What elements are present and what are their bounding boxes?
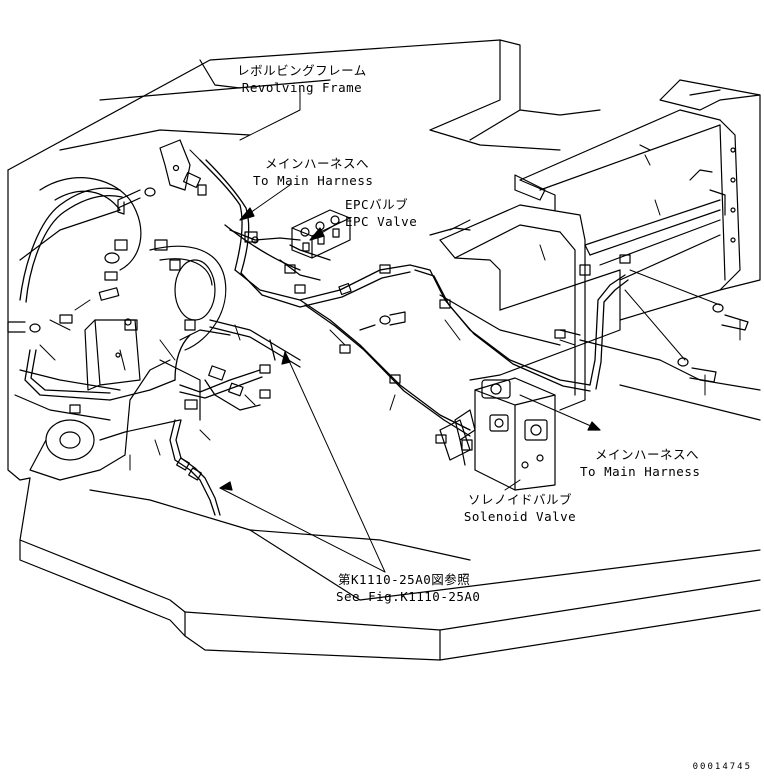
engine-pump-body bbox=[14, 177, 231, 481]
harness-lines bbox=[19, 159, 629, 516]
epc-valve-label-jp: EPCバルブ bbox=[345, 197, 409, 212]
counterweight-structure bbox=[519, 79, 761, 321]
main-harness-top-label-en: To Main Harness bbox=[253, 173, 374, 188]
revolving-frame-label-jp: レボルビングフレーム bbox=[237, 63, 367, 78]
main-harness-right-label-en: To Main Harness bbox=[580, 464, 701, 479]
main-harness-right-label-jp: メインハーネスへ bbox=[595, 447, 700, 462]
bolts bbox=[7, 139, 749, 383]
arrowheads bbox=[219, 207, 601, 491]
leader-lines bbox=[39, 87, 741, 573]
radiator-frame bbox=[429, 174, 621, 411]
revolving-frame-outline bbox=[7, 39, 761, 661]
epc-valve-label-en: EPC Valve bbox=[345, 214, 418, 229]
solenoid-valve bbox=[435, 377, 556, 491]
main-harness-top-label-jp: メインハーネスへ bbox=[264, 156, 369, 171]
revolving-frame-label-en: Revolving Frame bbox=[241, 80, 363, 95]
see-figure-label-jp: 第K1110-25A0図参照 bbox=[338, 572, 471, 587]
solenoid-valve-label-jp: ソレノイドバルブ bbox=[467, 492, 572, 507]
document-number: 00014745 bbox=[692, 762, 752, 772]
see-figure-label-en: See Fig.K1110-25A0 bbox=[336, 589, 481, 604]
connectors bbox=[59, 171, 631, 481]
solenoid-valve-label-en: Solenoid Valve bbox=[463, 509, 577, 524]
